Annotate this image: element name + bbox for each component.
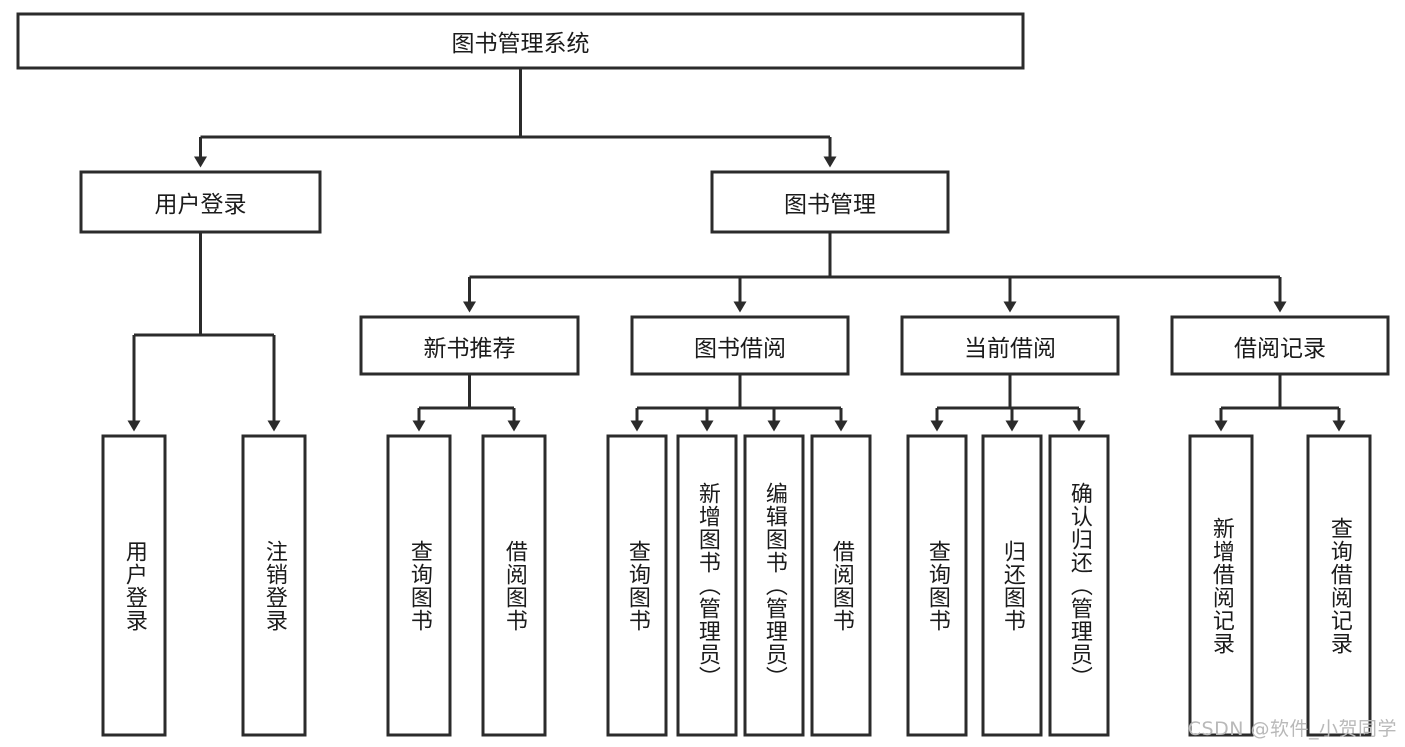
node-box-current-borrow[interactable] [900, 315, 1120, 376]
node-box-root[interactable] [16, 12, 1025, 70]
connector-layer [127, 68, 1346, 432]
node-box-leaf-return-book[interactable] [981, 434, 1043, 737]
node-box-leaf-borrow-book-1[interactable] [481, 434, 547, 737]
node-box-user-login[interactable] [79, 170, 322, 234]
node-box-leaf-confirm-return[interactable] [1048, 434, 1110, 737]
node-box-borrow-record[interactable] [1170, 315, 1390, 376]
node-layer [16, 12, 1390, 737]
node-box-leaf-logout[interactable] [241, 434, 307, 737]
node-box-leaf-user-login[interactable] [101, 434, 167, 737]
node-box-book-manage[interactable] [710, 170, 950, 234]
node-box-leaf-query-record[interactable] [1306, 434, 1372, 737]
node-box-leaf-add-record[interactable] [1188, 434, 1254, 737]
node-box-leaf-query-book-2[interactable] [606, 434, 668, 737]
node-box-leaf-edit-book[interactable] [743, 434, 805, 737]
node-box-leaf-query-book-3[interactable] [906, 434, 968, 737]
node-box-book-borrow[interactable] [630, 315, 850, 376]
node-box-leaf-borrow-book-2[interactable] [810, 434, 872, 737]
node-box-leaf-query-book-1[interactable] [386, 434, 452, 737]
node-box-new-book-rec[interactable] [359, 315, 580, 376]
node-box-leaf-add-book[interactable] [676, 434, 738, 737]
